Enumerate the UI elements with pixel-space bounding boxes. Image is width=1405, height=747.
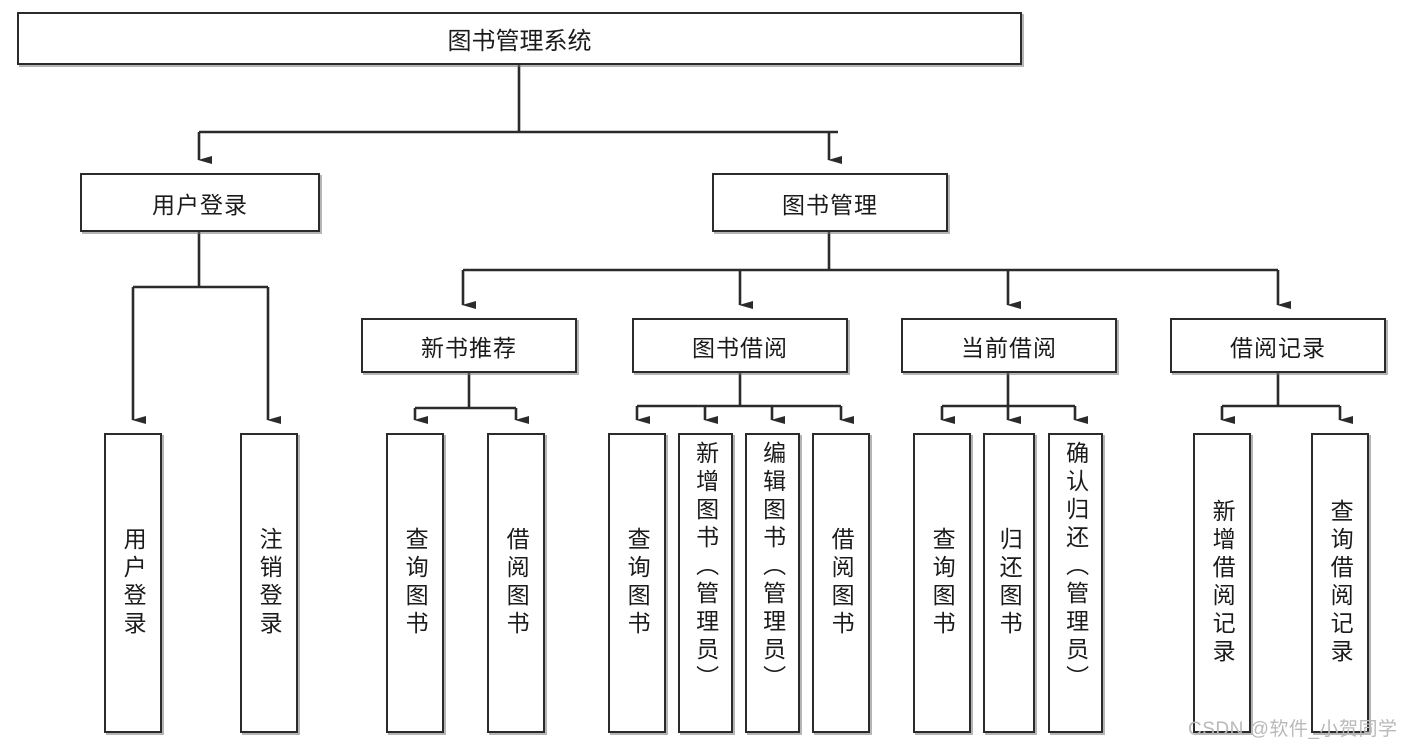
leaf-query-borrow-record[interactable]: 查询借阅记录 xyxy=(1311,433,1369,733)
node-user-login-label: 用户登录 xyxy=(152,191,248,218)
leaf-query-book-current[interactable]: 查询图书 xyxy=(913,433,971,733)
node-borrow-record-label: 借阅记录 xyxy=(1230,334,1326,361)
leaf-user-login[interactable]: 用户登录 xyxy=(104,433,162,733)
leaf-logout[interactable]: 注销登录 xyxy=(240,433,298,733)
node-book-management[interactable]: 图书管理 xyxy=(712,173,948,232)
leaf-add-book-admin-label: 新增图书（管理员） xyxy=(692,441,719,693)
node-new-book-recommend-label: 新书推荐 xyxy=(421,334,517,361)
leaf-add-borrow-record-label: 新增借阅记录 xyxy=(1209,499,1236,667)
leaf-query-book-borrow-label: 查询图书 xyxy=(624,527,651,639)
node-book-management-label: 图书管理 xyxy=(782,191,878,218)
leaf-edit-book-admin-label: 编辑图书（管理员） xyxy=(759,441,786,693)
leaf-return-book-label: 归还图书 xyxy=(996,527,1023,639)
node-root-label: 图书管理系统 xyxy=(447,28,592,55)
leaf-query-borrow-record-label: 查询借阅记录 xyxy=(1327,499,1354,667)
node-new-book-recommend[interactable]: 新书推荐 xyxy=(361,318,577,373)
leaf-edit-book-admin[interactable]: 编辑图书（管理员） xyxy=(745,433,800,733)
leaf-borrow-book[interactable]: 借阅图书 xyxy=(812,433,870,733)
watermark: CSDN @软件_小贺同学 xyxy=(1188,719,1398,740)
leaf-borrow-book-recommend[interactable]: 借阅图书 xyxy=(487,433,545,733)
leaf-borrow-book-recommend-label: 借阅图书 xyxy=(503,527,530,639)
leaf-confirm-return-admin-label: 确认归还（管理员） xyxy=(1062,441,1089,693)
leaf-return-book[interactable]: 归还图书 xyxy=(983,433,1035,733)
node-user-login[interactable]: 用户登录 xyxy=(80,173,320,232)
leaf-confirm-return-admin[interactable]: 确认归还（管理员） xyxy=(1048,433,1103,733)
leaf-logout-label: 注销登录 xyxy=(256,527,283,639)
node-borrow-record[interactable]: 借阅记录 xyxy=(1170,318,1386,373)
leaf-add-book-admin[interactable]: 新增图书（管理员） xyxy=(678,433,733,733)
leaf-add-borrow-record[interactable]: 新增借阅记录 xyxy=(1193,433,1251,733)
leaf-query-book-borrow[interactable]: 查询图书 xyxy=(608,433,666,733)
node-current-borrow-label: 当前借阅 xyxy=(961,334,1057,361)
leaf-borrow-book-label: 借阅图书 xyxy=(828,527,855,639)
node-book-borrow[interactable]: 图书借阅 xyxy=(632,318,848,373)
leaf-query-book-current-label: 查询图书 xyxy=(929,527,956,639)
node-root[interactable]: 图书管理系统 xyxy=(17,12,1022,65)
node-current-borrow[interactable]: 当前借阅 xyxy=(901,318,1117,373)
leaf-query-book-recommend-label: 查询图书 xyxy=(402,527,429,639)
node-book-borrow-label: 图书借阅 xyxy=(692,334,788,361)
leaf-query-book-recommend[interactable]: 查询图书 xyxy=(386,433,444,733)
leaf-user-login-label: 用户登录 xyxy=(120,527,147,639)
